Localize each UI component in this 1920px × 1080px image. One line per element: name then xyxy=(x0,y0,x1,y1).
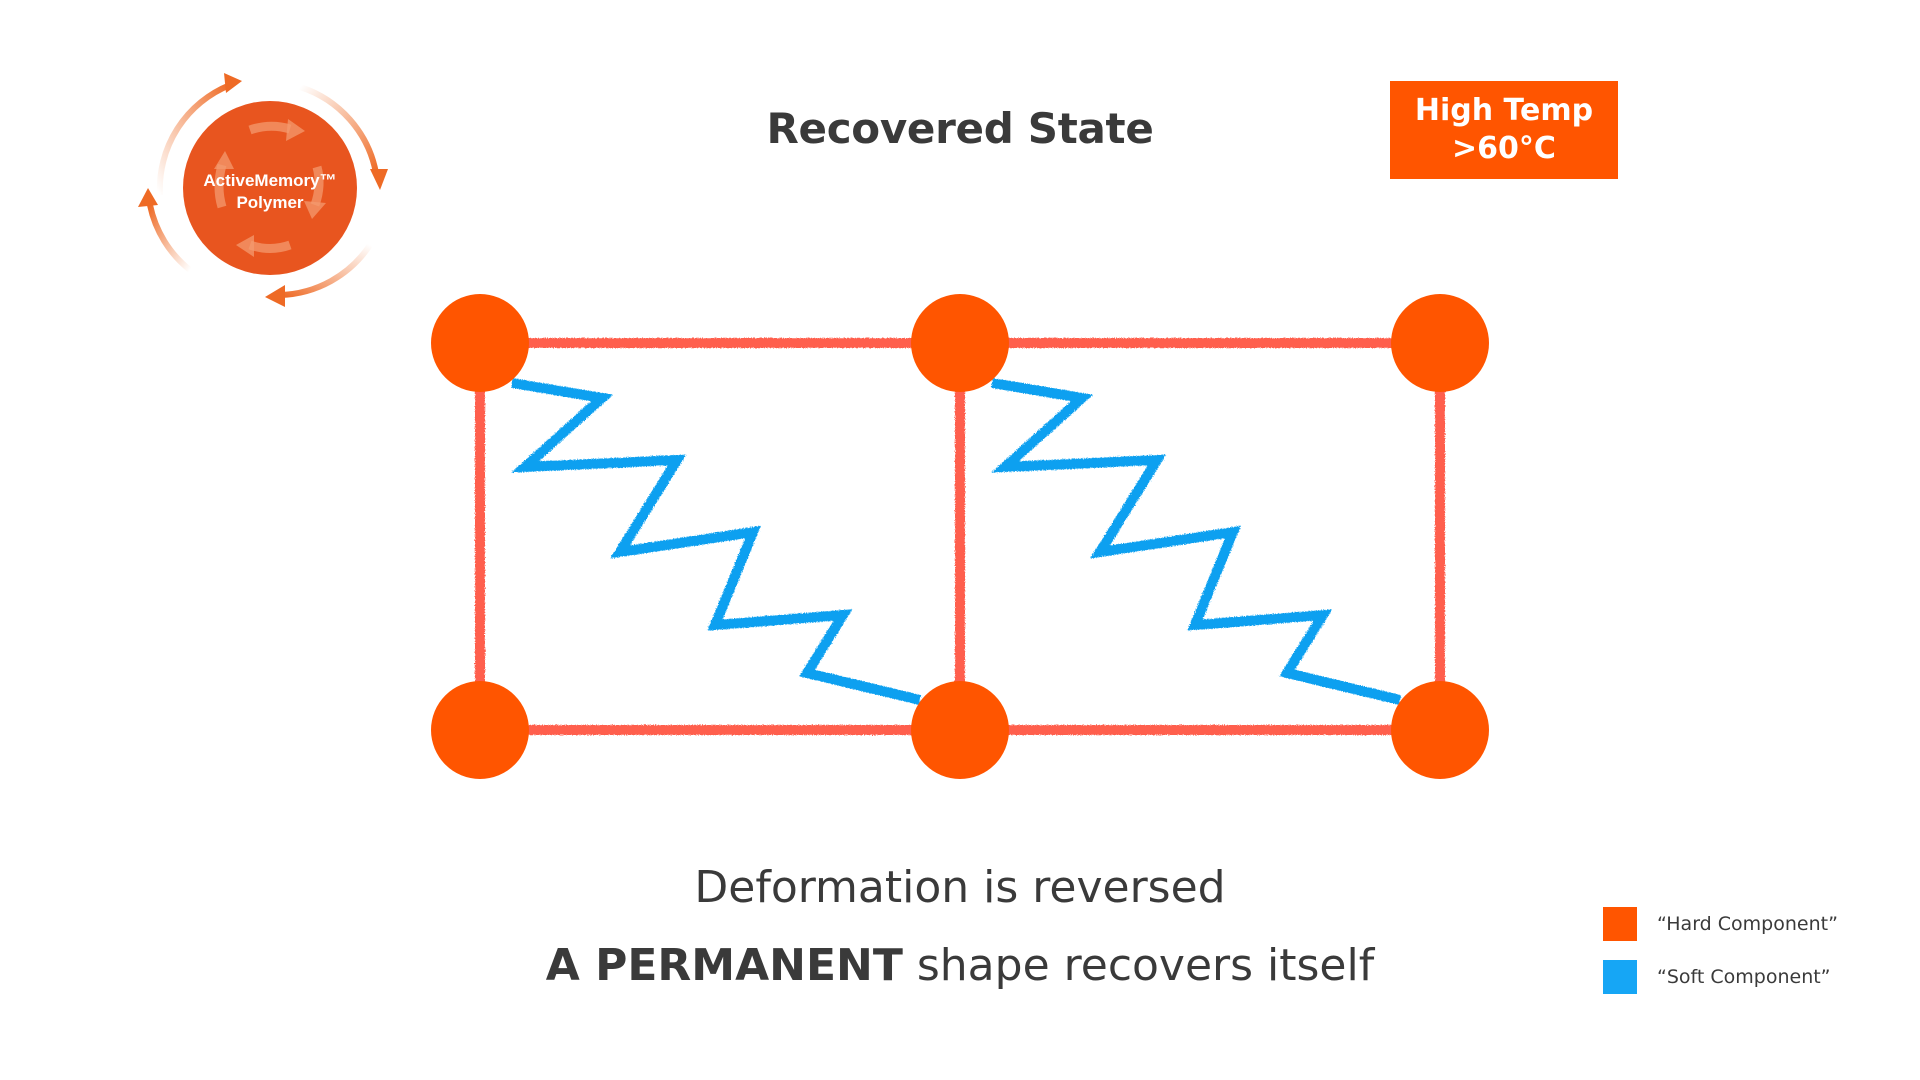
hard-component-node xyxy=(1391,681,1489,779)
caption-rest: shape recovers itself xyxy=(902,940,1375,991)
caption-emphasis: A PERMANENT xyxy=(545,940,903,991)
legend-item-hard: “Hard Component” xyxy=(1603,907,1838,941)
temperature-badge-value: >60°C xyxy=(1452,131,1556,166)
page-title: Recovered State xyxy=(766,104,1154,153)
cycle-arrows-icon xyxy=(138,73,388,307)
logo-text-line1: ActiveMemory™ xyxy=(203,171,336,190)
hard-component-node xyxy=(431,681,529,779)
caption-line-2: A PERMANENT shape recovers itself xyxy=(0,940,1920,991)
soft-component-spring xyxy=(511,378,922,705)
legend-label-soft: “Soft Component” xyxy=(1657,966,1831,988)
temperature-badge-label: High Temp xyxy=(1414,93,1594,128)
hard-component-node xyxy=(431,294,529,392)
hard-component-node xyxy=(911,681,1009,779)
legend-swatch-soft xyxy=(1603,960,1637,994)
legend-label-hard: “Hard Component” xyxy=(1657,913,1838,935)
temperature-badge: High Temp >60°C xyxy=(1390,81,1618,179)
soft-component-spring xyxy=(991,378,1402,705)
logo-text-line2: Polymer xyxy=(236,193,303,212)
hard-component-node xyxy=(911,294,1009,392)
legend-item-soft: “Soft Component” xyxy=(1603,960,1831,994)
legend-swatch-hard xyxy=(1603,907,1637,941)
activememory-polymer-logo: ActiveMemory™ Polymer xyxy=(138,73,388,307)
logo-circle xyxy=(183,101,357,275)
inner-arrowheads-icon xyxy=(214,119,326,257)
hard-component-node xyxy=(1391,294,1489,392)
caption-line-1: Deformation is reversed xyxy=(694,862,1226,913)
